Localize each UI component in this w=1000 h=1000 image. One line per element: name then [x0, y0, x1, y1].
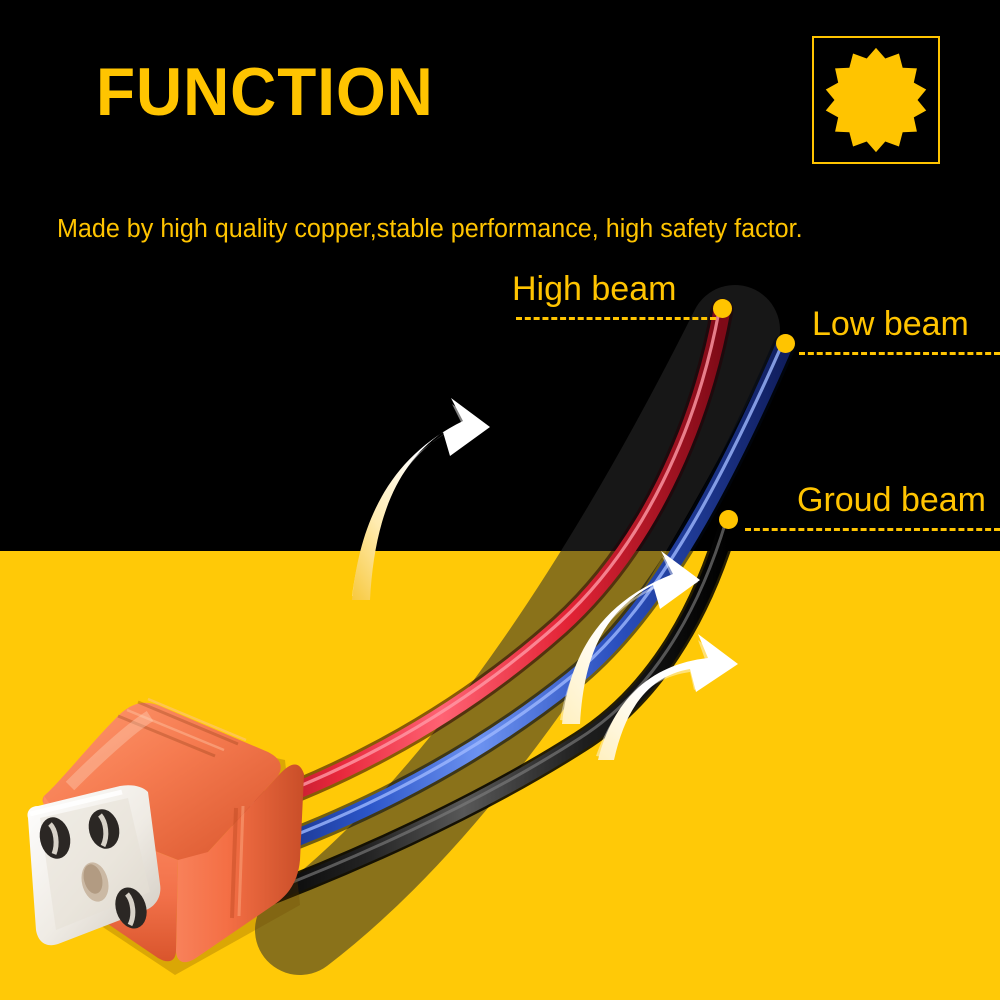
callout-dot-low-beam — [776, 334, 795, 353]
page-title: FUNCTION — [96, 54, 434, 130]
callout-label-low-beam: Low beam — [812, 305, 969, 343]
callout-dash-low-beam — [799, 352, 1000, 355]
callout-label-ground-beam: Groud beam — [797, 481, 986, 519]
callout-label-high-beam: High beam — [512, 270, 677, 308]
callout-dot-high-beam — [713, 299, 732, 318]
callout-dash-high-beam — [516, 317, 716, 320]
callout-dash-ground-beam — [745, 528, 1000, 531]
background-band-yellow — [0, 551, 1000, 1000]
subtitle-text: Made by high quality copper,stable perfo… — [57, 215, 803, 243]
gear-icon — [825, 47, 927, 153]
callout-dot-ground-beam — [719, 510, 738, 529]
gear-badge-frame — [812, 36, 940, 164]
